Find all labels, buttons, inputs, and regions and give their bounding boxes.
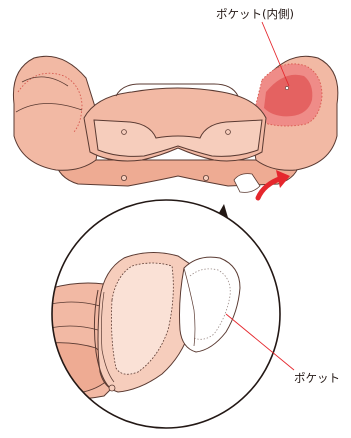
snap-left-top [122,130,127,135]
snap-left-bottom [121,175,126,180]
left-wing [13,56,98,170]
pocket-inner-label: ポケット(内側) [216,7,294,21]
pocket-label: ポケット [294,371,340,385]
snap-right-top [226,130,231,135]
pillow-overview [13,22,337,198]
pocket-marker-dot [285,86,288,89]
snap-right-bottom [203,175,208,180]
detail-snap [109,385,115,391]
detail-view [40,190,300,438]
